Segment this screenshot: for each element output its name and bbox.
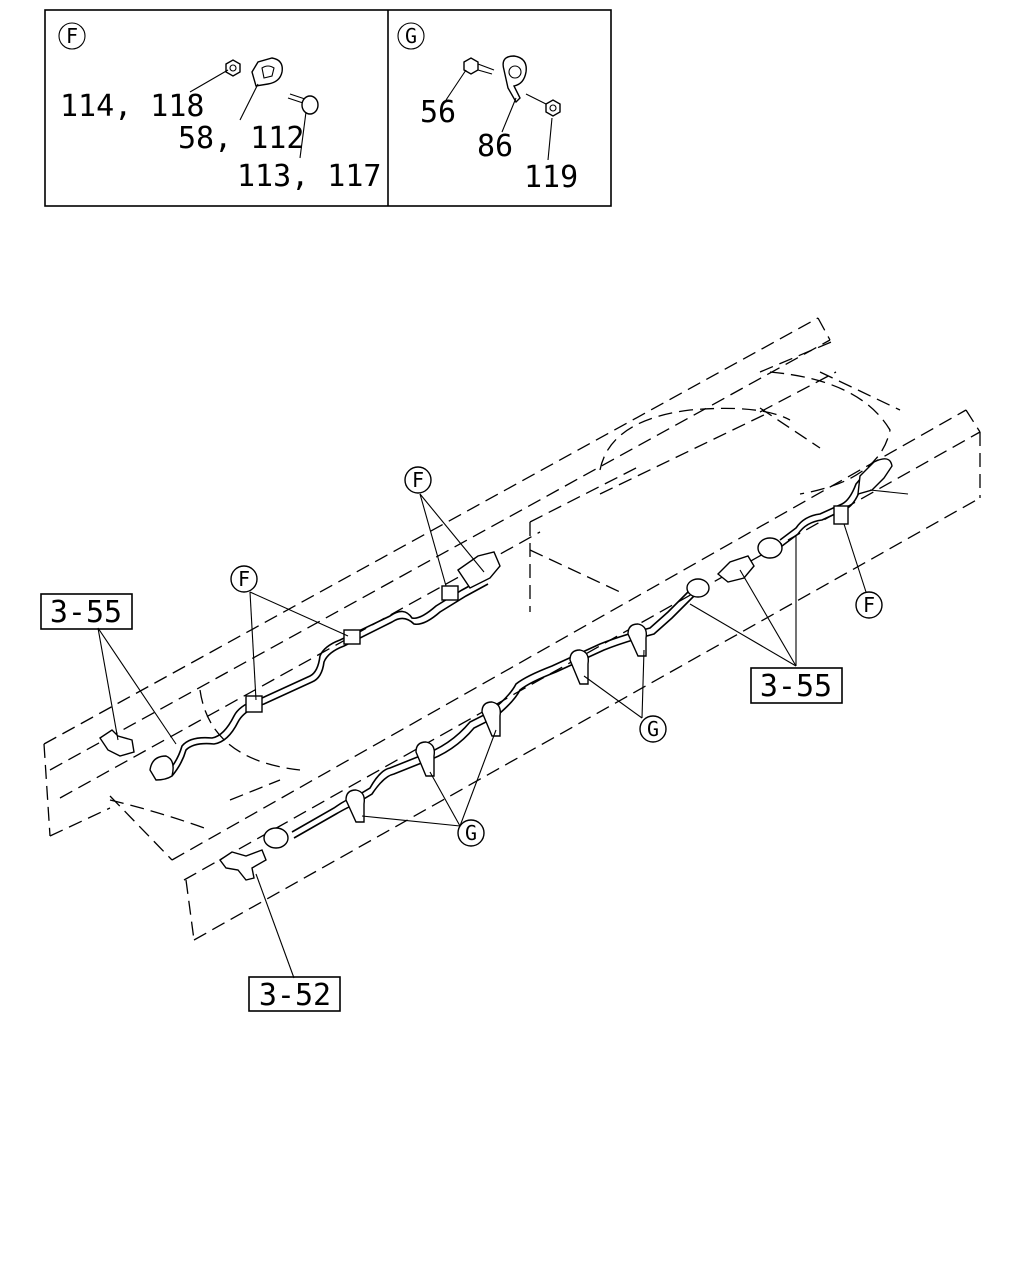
clip-g-icon (627, 623, 648, 657)
elbow-fitting-icon (149, 755, 174, 781)
detail-g-key-circle (397, 22, 425, 50)
detail-g-label-3: 119 (524, 160, 578, 195)
clip-g-icon (481, 701, 502, 737)
detail-g-key: G (405, 24, 417, 48)
detail-g-label-1: 56 (420, 95, 456, 130)
clip-f-icon (343, 629, 361, 645)
svg-text:F: F (863, 593, 875, 617)
reference-boxes: 3-55 3-55 3-52 (40, 593, 843, 1013)
svg-text:G: G (465, 821, 477, 845)
junction-block-icon (457, 551, 501, 589)
detail-f-label-1: 114, 118 (60, 89, 205, 124)
detail-f-label-2: 58, 112 (178, 121, 304, 156)
clip-f-icon (833, 505, 849, 525)
chassis-frame (43, 317, 981, 941)
clip-g-icon (415, 741, 436, 777)
pipe-connector-icon (99, 729, 135, 757)
flare-nut-icon (757, 537, 783, 559)
detail-view-g: G 56 86 119 (397, 22, 578, 195)
clip-icon (502, 55, 527, 104)
svg-text:3-52: 3-52 (259, 978, 331, 1013)
clip-f-icon (441, 585, 459, 601)
ref-box-3-55-left: 3-55 (40, 593, 133, 630)
svg-text:F: F (238, 567, 250, 591)
detail-inset: F 114, 118 58, 112 113, 117 G (44, 9, 612, 207)
nut-icon (545, 99, 561, 117)
callout-f-top: F (404, 466, 432, 494)
ref-box-3-55-right: 3-55 (750, 667, 843, 704)
clip-icon (251, 57, 283, 87)
leader-lines (97, 493, 867, 979)
svg-text:F: F (412, 468, 424, 492)
callout-f-right: F (855, 591, 883, 619)
svg-text:3-55: 3-55 (50, 595, 122, 630)
callout-g-bottom: G (457, 819, 485, 847)
clip-f-icon (245, 695, 263, 713)
callouts: F F F G G (230, 466, 883, 847)
flare-nut-icon (686, 578, 710, 598)
ref-box-3-52: 3-52 (248, 976, 341, 1013)
flare-nut-icon (263, 827, 289, 849)
nut-icon (225, 59, 241, 77)
detail-view-f: F 114, 118 58, 112 113, 117 (58, 22, 382, 194)
brake-pipe-upper (167, 577, 485, 773)
svg-text:G: G (647, 717, 659, 741)
clip-g-icon (569, 649, 590, 685)
callout-g-middle: G (639, 715, 667, 743)
bracket-icon (857, 458, 893, 495)
union-fitting-icon (716, 555, 755, 583)
inset-frame (44, 9, 612, 207)
detail-f-key: F (66, 24, 78, 48)
detail-g-label-2: 86 (477, 129, 513, 164)
tee-joint-icon (218, 849, 267, 881)
clip-g-icon (345, 789, 366, 823)
detail-f-label-3: 113, 117 (237, 159, 382, 194)
svg-text:3-55: 3-55 (760, 669, 832, 704)
callout-f-left: F (230, 565, 258, 593)
fittings (99, 458, 909, 881)
detail-f-key-circle (58, 22, 86, 50)
bolt-head-icon (463, 57, 479, 75)
